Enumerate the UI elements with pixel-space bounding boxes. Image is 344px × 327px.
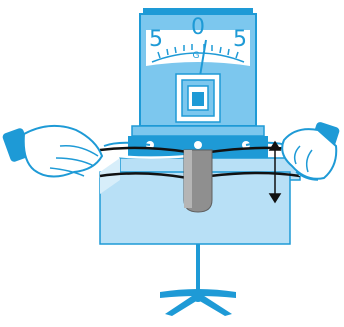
left-hand-icon bbox=[2, 126, 102, 177]
scale-right-label: 5 bbox=[233, 27, 247, 52]
galvanometer-icon: 5 0 5 G bbox=[140, 8, 256, 126]
scale-center-label: 0 bbox=[191, 15, 205, 40]
scale-left-label: 5 bbox=[149, 27, 163, 52]
bar-magnet-icon bbox=[184, 150, 212, 212]
unit-symbol-label: G bbox=[193, 51, 200, 61]
